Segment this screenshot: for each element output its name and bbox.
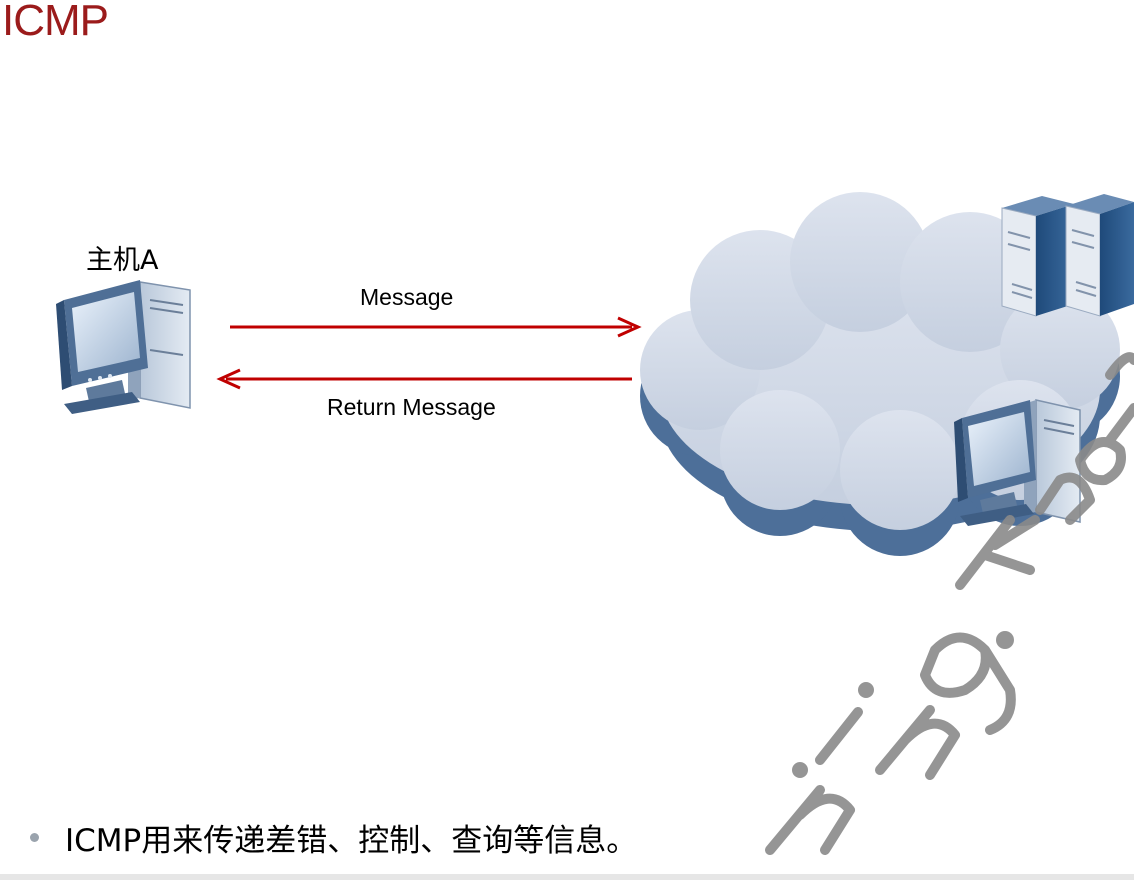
bullet-icon — [30, 833, 39, 842]
page-title: ICMP — [2, 0, 109, 45]
bullet-text: ICMP用来传递差错、控制、查询等信息。 — [65, 823, 638, 859]
message-label: Message — [360, 284, 454, 310]
return-message-arrow — [216, 368, 632, 390]
footer-bar — [0, 874, 1134, 880]
host-a-computer-icon — [56, 280, 191, 414]
return-message-label: Return Message — [327, 394, 496, 420]
server-towers-icon — [1001, 194, 1134, 317]
bullet-list-item: ICMP用来传递差错、控制、查询等信息。 — [30, 815, 637, 860]
message-arrow — [230, 316, 642, 338]
host-a-label: 主机A — [86, 245, 159, 276]
